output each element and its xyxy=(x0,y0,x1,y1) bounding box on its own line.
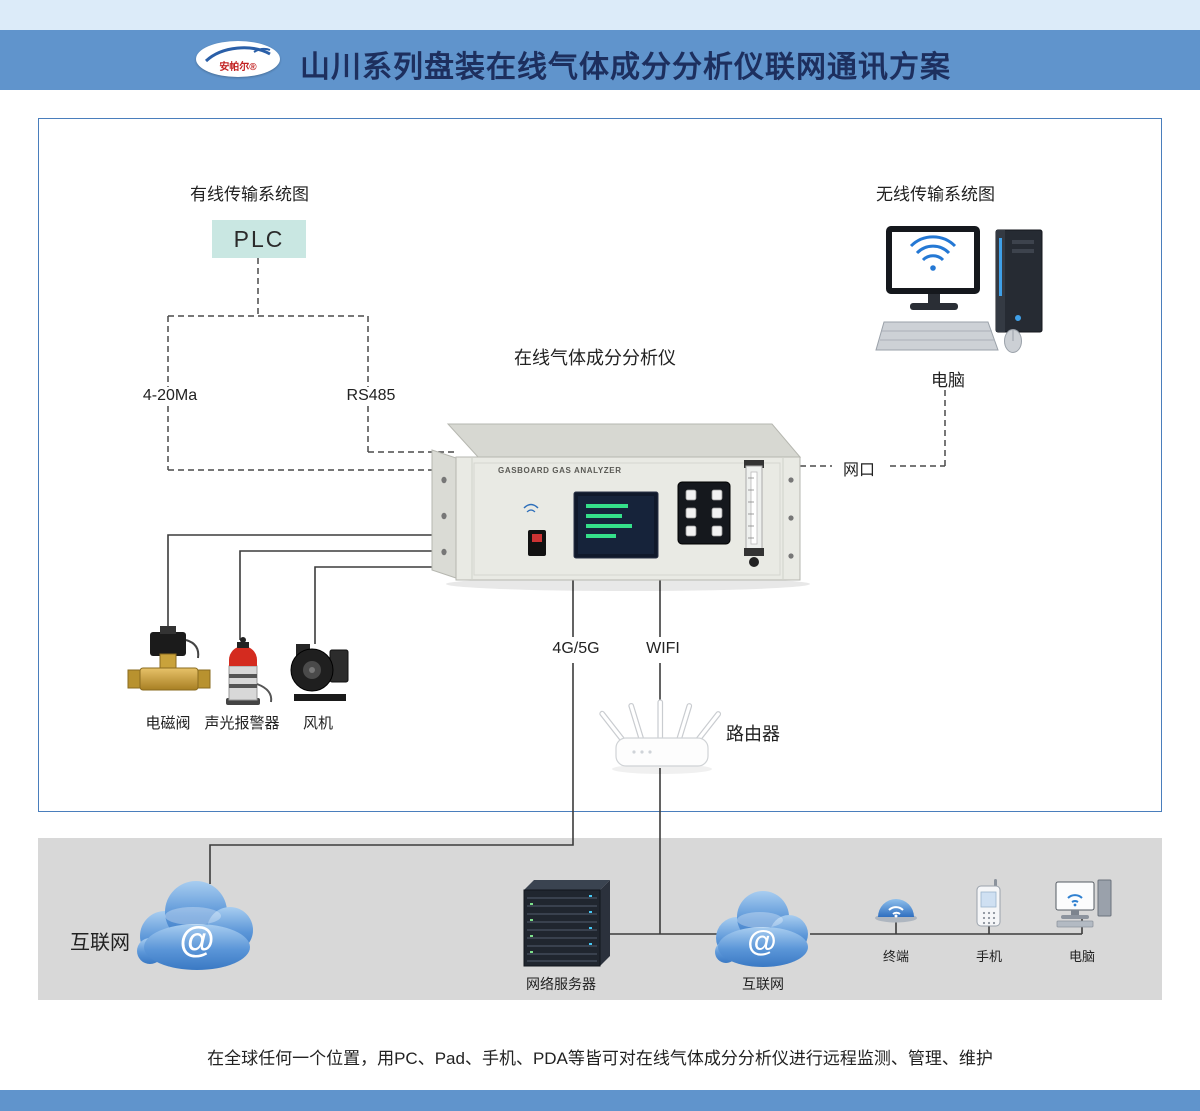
server-rack-icon xyxy=(523,880,610,967)
brand-logo: 安帕尔® xyxy=(196,41,280,77)
phone-label: 手机 xyxy=(975,949,1002,964)
gas-analyzer-illustration xyxy=(431,423,810,591)
terminal-device-icon xyxy=(875,899,917,923)
network-port-label: 网口 xyxy=(832,456,886,480)
internet-cloud2-icon: @ xyxy=(715,891,808,967)
internet-cloud-icon: @ xyxy=(137,881,253,970)
router-illustration xyxy=(599,699,722,774)
connection-lines-solid xyxy=(167,534,1083,935)
signal-4-20ma-label: 4-20Ma xyxy=(134,387,206,405)
plc-box: PLC xyxy=(212,220,306,258)
signal-rs485-label: RS485 xyxy=(338,387,404,405)
solenoid-valve-icon xyxy=(127,626,211,691)
plc-label: PLC xyxy=(233,225,285,252)
internet-label: 互联网 xyxy=(70,932,130,954)
bottom-bar xyxy=(0,1090,1200,1111)
alarm-icon xyxy=(226,637,273,705)
top-strip xyxy=(0,0,1200,30)
solenoid-valve-label: 电磁阀 xyxy=(145,715,191,732)
analyzer-title: 在线气体成分分析仪 xyxy=(514,348,676,368)
alarm-label: 声光报警器 xyxy=(204,715,280,732)
cloud-at-symbol: @ xyxy=(179,919,214,960)
connection-lines-dashed xyxy=(167,258,946,471)
computer-label: 电脑 xyxy=(931,371,965,390)
server-label: 网络服务器 xyxy=(526,976,596,992)
wired-system-title: 有线传输系统图 xyxy=(190,185,309,204)
computer-illustration xyxy=(875,226,1043,353)
fan-label: 风机 xyxy=(302,715,333,732)
internet-cloud2-label: 互联网 xyxy=(742,976,784,992)
logo-swoosh-icon: 安帕尔® xyxy=(204,46,271,73)
phone-device-icon xyxy=(976,879,1001,927)
terminal-label: 终端 xyxy=(882,949,909,964)
footer-note: 在全球任何一个位置，用PC、Pad、手机、PDA等皆可对在线气体成分分析仪进行远… xyxy=(207,1049,993,1068)
fan-icon xyxy=(290,644,349,701)
pc-label: 电脑 xyxy=(1068,949,1095,964)
brand-text: 安帕尔® xyxy=(219,60,257,73)
cloud2-at-symbol: @ xyxy=(747,925,776,958)
app-header: 安帕尔® 山川系列盘装在线气体成分分析仪联网通讯方案 xyxy=(0,30,1200,90)
page-title: 山川系列盘装在线气体成分分析仪联网通讯方案 xyxy=(300,51,951,84)
diagram-border-box xyxy=(38,118,1162,812)
pc-device-icon xyxy=(1055,879,1112,928)
router-label: 路由器 xyxy=(726,724,780,744)
wireless-system-title: 无线传输系统图 xyxy=(876,185,995,204)
wifi-label: WIFI xyxy=(634,640,692,658)
analyzer-brand-text: GASBOARD GAS ANALYZER xyxy=(498,466,622,475)
4g5g-label: 4G/5G xyxy=(543,640,609,658)
